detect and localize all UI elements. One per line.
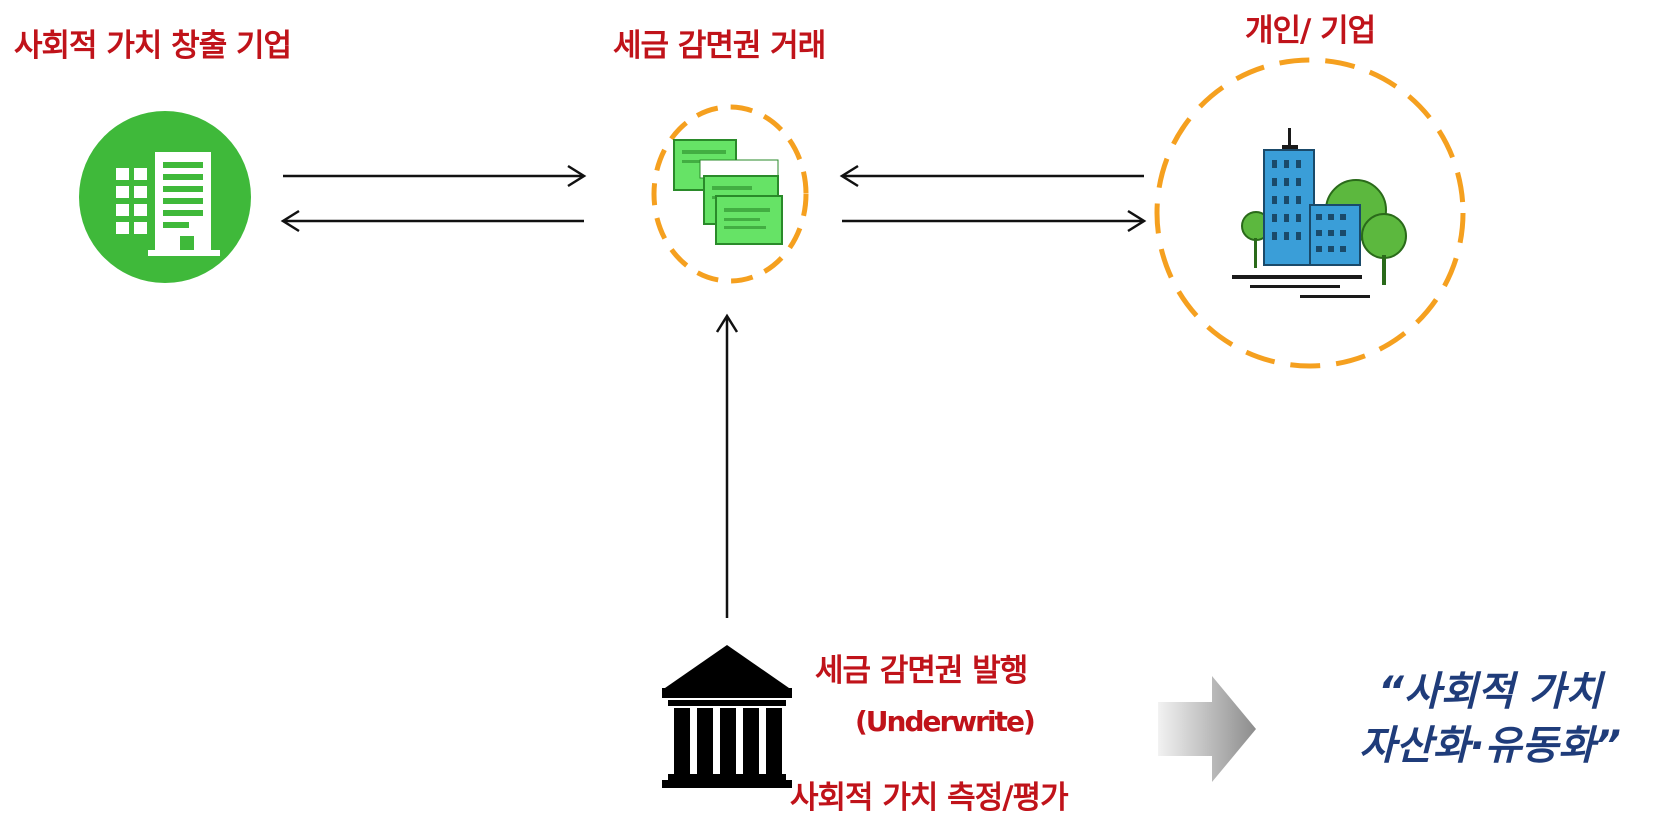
bank-institution-icon	[662, 645, 792, 788]
arrow-individual-to-exchange	[839, 164, 1144, 188]
arrow-exchange-to-creator	[280, 209, 584, 233]
quote-text: “사회적 가치 자산화·유동화”	[1330, 665, 1650, 773]
arrow-exchange-to-individual	[842, 209, 1147, 233]
block-arrow-right-icon	[1158, 676, 1256, 782]
individual-label: 개인/ 기업	[1245, 13, 1376, 49]
office-building-icon	[79, 111, 251, 283]
quote-line-1: “사회적 가치	[1378, 669, 1602, 715]
certificates-icon	[651, 104, 809, 284]
quote-line-2: 자산화·유동화”	[1359, 723, 1621, 769]
arrow-creator-to-exchange	[283, 164, 587, 188]
arrow-issuer-to-exchange	[715, 313, 739, 618]
creator-label: 사회적 가치 창출 기업	[14, 28, 292, 64]
exchange-label: 세금 감면권 거래	[613, 28, 826, 64]
city-buildings-icon	[1154, 57, 1466, 369]
issue-label: 세금 감면권 발행	[815, 653, 1028, 689]
underwrite-label: (Underwrite)	[855, 705, 1036, 738]
